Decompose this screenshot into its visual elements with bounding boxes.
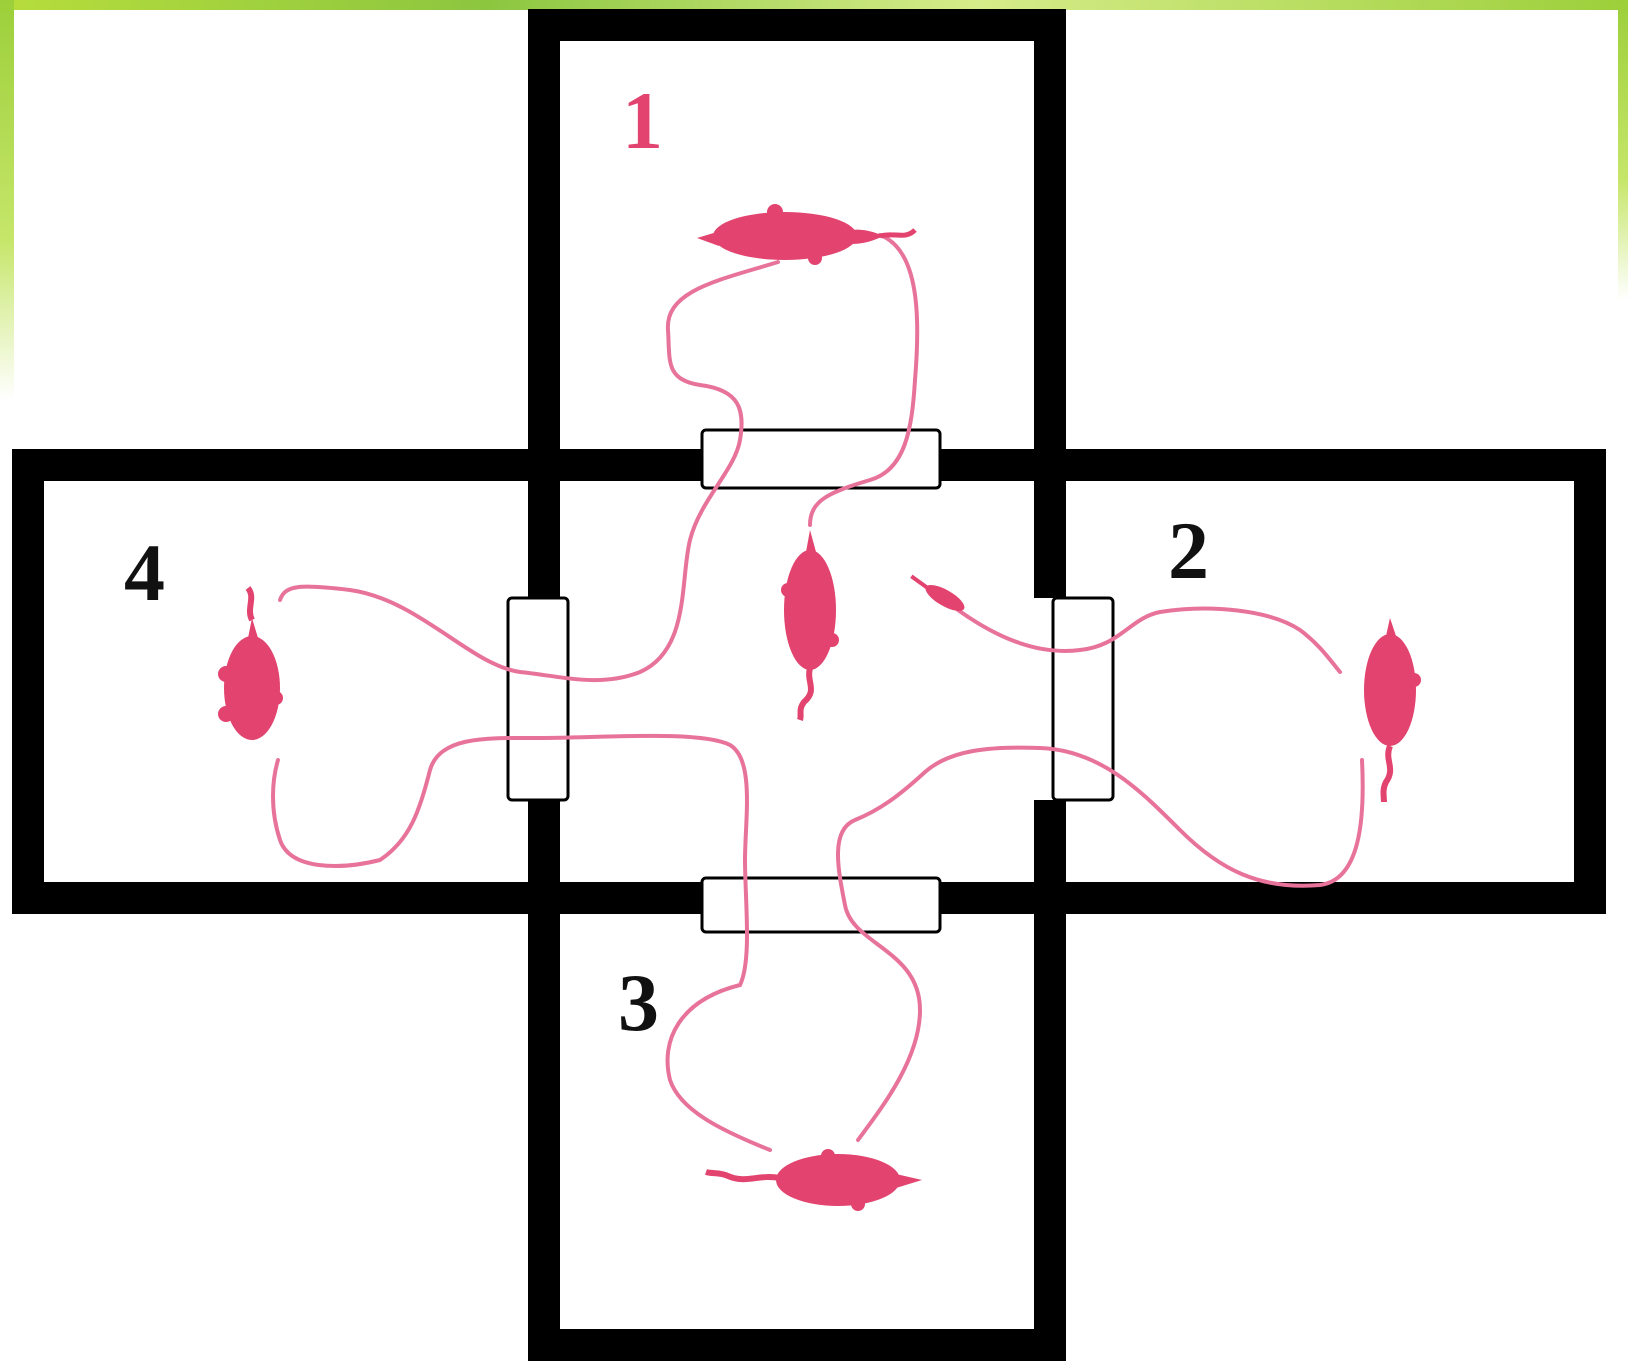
mouse-icon	[706, 1149, 922, 1211]
mice	[218, 204, 1421, 1211]
door-top	[702, 430, 940, 488]
arm-label-4: 4	[124, 527, 165, 618]
path-arm-2-loop	[838, 748, 1363, 1140]
mouse-icon	[1364, 618, 1421, 802]
arm-label-1: 1	[622, 75, 663, 166]
door-right	[1053, 598, 1113, 800]
mouse-icon	[218, 588, 283, 740]
mouse-icon	[781, 530, 839, 720]
mouse-icon	[697, 204, 915, 265]
arm-label-2: 2	[1168, 505, 1209, 596]
arm-label-3: 3	[618, 957, 659, 1048]
path-arm-2	[958, 609, 1340, 672]
movement-paths	[273, 235, 1363, 1150]
door-left	[508, 598, 568, 800]
mouse-icon	[906, 571, 968, 616]
door-bottom	[702, 878, 940, 932]
